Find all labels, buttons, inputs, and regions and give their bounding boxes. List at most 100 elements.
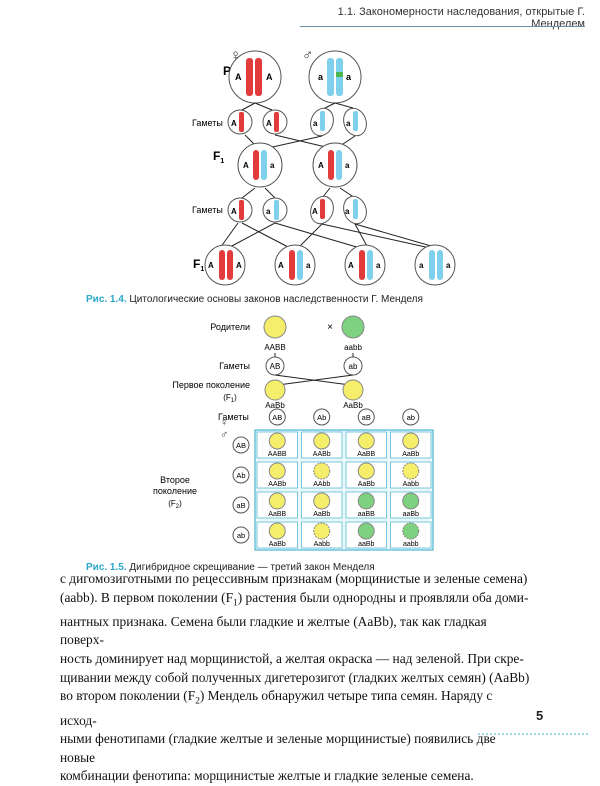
label-gametes-1: Гаметы: [192, 118, 223, 128]
gamete-header-2: [357, 408, 375, 426]
svg-text:A: A: [348, 261, 354, 270]
figure2-caption-num: Рис. 1.5.: [86, 562, 127, 573]
label-gametes-fig2: Гаметы: [219, 361, 250, 371]
svg-text:A: A: [235, 72, 242, 82]
svg-text:AB: AB: [270, 362, 281, 371]
svg-text:A: A: [208, 261, 214, 270]
cross-symbol: ×: [327, 322, 333, 333]
svg-text:A: A: [278, 261, 284, 270]
genotype-1-2: AaBb: [358, 481, 375, 488]
body-line-8: комбинации фенотипа: морщинистые желтые …: [60, 768, 474, 784]
genotype-2-3: aaBb: [403, 511, 419, 518]
label-parents: Родители: [210, 322, 250, 332]
gamete-row-3: [232, 526, 250, 544]
svg-text:a: a: [345, 161, 350, 170]
svg-text:a: a: [313, 119, 318, 128]
grid-gametes-label: Гаметы: [218, 412, 249, 422]
seed-3-2: [357, 522, 375, 540]
genotype-0-0: AABB: [268, 451, 287, 458]
gamete-row-label-1: Ab: [236, 471, 245, 480]
genotype-1-0: AABb: [268, 481, 286, 488]
seed-3-0: [268, 522, 286, 540]
gamete-header-1: [313, 408, 331, 426]
label-gametes-2: Гаметы: [192, 205, 223, 215]
footer-decoration: [478, 733, 588, 735]
svg-text:a: a: [446, 261, 451, 270]
label-first-gen: Первое поколение: [172, 380, 250, 390]
body-line-7: ными фенотипами (гладкие желтые и зелены…: [60, 731, 496, 765]
figure2-caption: Рис. 1.5. Дигибридное скрещивание — трет…: [86, 562, 375, 573]
genotype-3-1: Aabb: [314, 541, 330, 548]
label-f1-text: F: [213, 149, 220, 163]
svg-text:a: a: [346, 72, 352, 82]
running-header: 1.1. Закономерности наследования, открыт…: [337, 6, 585, 30]
female-symbol-1: ♀: [230, 47, 241, 64]
figure1-caption-num: Рис. 1.4.: [86, 294, 127, 305]
genotype-0-1: AABb: [313, 451, 331, 458]
seed-0-3: [402, 432, 420, 450]
seed-1-1: [313, 462, 331, 480]
svg-text:(F2): (F2): [168, 499, 182, 510]
body-paragraph: с дигомозиготными по рецессивным признак…: [60, 571, 530, 784]
svg-text:A: A: [243, 161, 249, 170]
svg-text:a: a: [266, 207, 271, 216]
svg-text:a: a: [376, 261, 381, 270]
svg-text:ab: ab: [349, 362, 358, 371]
label-f1b-sub: 1: [200, 266, 204, 273]
seed-3-1: [313, 522, 331, 540]
gamete-header-label-2: aB: [362, 413, 371, 422]
label-f1b-text: F: [193, 257, 200, 271]
svg-text:a: a: [346, 119, 351, 128]
svg-text:♂: ♂: [220, 429, 228, 441]
svg-text:A: A: [231, 207, 237, 216]
figure2-caption-text: Дигибридное скрещивание — третий закон М…: [129, 562, 375, 573]
label-f1-sub: 1: [220, 158, 224, 165]
svg-text:AaBb: AaBb: [343, 401, 363, 410]
svg-text:A: A: [266, 119, 272, 128]
body-line-5: щивании между собой полученных дигетероз…: [60, 669, 530, 685]
svg-text:♀: ♀: [220, 417, 228, 429]
body-line-2: (aabb). В первом поколении (F: [60, 589, 234, 605]
seed-1-2: [357, 462, 375, 480]
genotype-2-1: AaBb: [313, 511, 330, 518]
seed-1-3: [402, 462, 420, 480]
body-line-3: нантных признака. Семена были гладкие и …: [60, 613, 487, 648]
page-number: 5: [536, 708, 544, 723]
gamete-row-label-2: aB: [236, 501, 245, 510]
seed-3-3: [402, 522, 420, 540]
gamete-row-2: [232, 496, 250, 514]
genotype-3-0: AaBb: [269, 541, 286, 548]
genotype-0-3: AaBb: [402, 451, 419, 458]
seed-0-2: [357, 432, 375, 450]
seed-2-2: [357, 492, 375, 510]
genotype-1-1: AAbb: [313, 481, 330, 488]
genotype-3-3: aabb: [403, 541, 419, 548]
body-line-1: с дигомозиготными по рецессивным признак…: [60, 571, 528, 586]
svg-text:a: a: [318, 72, 324, 82]
label-p: P: [223, 64, 231, 78]
svg-text:a: a: [270, 161, 275, 170]
parent2-genotype: aabb: [344, 343, 362, 352]
svg-text:Второе: Второе: [160, 475, 190, 485]
body-line-4: ность доминирует над морщинистой, а желт…: [60, 651, 524, 667]
seed-2-3: [402, 492, 420, 510]
gamete-row-label-0: AB: [236, 441, 246, 450]
svg-text:A: A: [231, 119, 237, 128]
figure1-caption: Рис. 1.4. Цитологические основы законов …: [86, 294, 423, 305]
parent2-seed: [341, 315, 365, 339]
svg-text:(F1): (F1): [223, 393, 237, 404]
seed-0-1: [313, 432, 331, 450]
gamete-header-3: [402, 408, 420, 426]
seed-1-0: [268, 462, 286, 480]
genotype-3-2: aaBb: [358, 541, 374, 548]
label-f1: F1: [213, 149, 224, 165]
gamete-header-0: [268, 408, 286, 426]
svg-text:a: a: [419, 261, 424, 270]
male-symbol-1: ♂: [302, 47, 313, 64]
p-male-cell: [308, 50, 362, 104]
parent1-seed: [263, 315, 287, 339]
figure1-caption-text: Цитологические основы законов наследстве…: [129, 294, 423, 305]
svg-text:A: A: [236, 261, 242, 270]
svg-text:a: a: [345, 207, 350, 216]
figure-dihybrid-cross: Родители × AABB aabb Гаметы AB ab Первое…: [153, 315, 434, 551]
